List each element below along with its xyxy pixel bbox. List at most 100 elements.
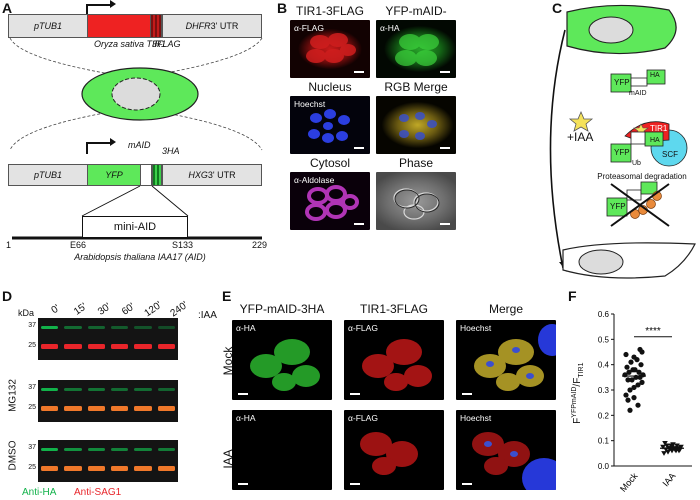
c-yfp-label-1: YFP	[614, 78, 630, 87]
f-ytick-label: 0.2	[598, 411, 610, 420]
d-mw-25: 25	[28, 404, 36, 411]
f-ytick-label: 0.4	[598, 361, 610, 370]
scalebar	[238, 483, 248, 485]
promoter2-arrow-icon	[110, 138, 116, 146]
d-iaa-suffix: :IAA	[198, 310, 217, 321]
panel-a-dashed-connectors	[9, 37, 263, 151]
b-row-title-cytosol: Cytosol	[309, 156, 350, 170]
f-ylabel: FYFPmAID/FTIR1	[571, 343, 585, 443]
promoter-arrow-icon	[110, 0, 116, 8]
c-tir1-label: TIR1	[650, 124, 668, 133]
d-band-sag1	[111, 344, 129, 349]
d-legend-red: Anti-SAG1	[74, 487, 122, 498]
e-img-iaa-merge: Hoechst	[456, 410, 556, 490]
d-band-ha	[134, 388, 152, 391]
promoter2-arrow-line	[86, 142, 112, 144]
d-time-0: 0'	[49, 302, 62, 317]
f-point-iaa	[661, 451, 667, 456]
d-band-sag1	[64, 406, 82, 411]
d-row-label-dmso: DMSO	[7, 440, 19, 471]
maid-box	[140, 164, 152, 186]
scalebar	[354, 147, 364, 149]
b-img-phase	[376, 172, 456, 230]
d-band-ha	[41, 388, 59, 391]
e-label-iaa-hoechst: Hoechst	[460, 413, 492, 423]
hxg-utr-gene: HXG	[188, 170, 208, 180]
b-img-flag-cells	[306, 33, 356, 63]
f-xtick-label: Mock	[618, 470, 640, 493]
d-blot-dmso	[38, 440, 178, 482]
promoter-arrow-line	[86, 4, 112, 6]
b-label-flag: α-FLAG	[294, 23, 324, 33]
f-point-iaa	[678, 444, 684, 450]
e-img-mock-ha: α-HA	[232, 320, 332, 400]
ptub1-promoter: pTUB1	[8, 14, 88, 38]
f-point-iaa	[660, 444, 666, 450]
d-blot-iaa	[38, 318, 178, 360]
maid-label: mAID	[128, 140, 151, 150]
d-band-ha	[111, 448, 129, 451]
f-point-mock	[632, 367, 638, 373]
d-mw-25: 25	[28, 342, 36, 349]
b-img-ha-cells	[395, 34, 439, 66]
b-row-title-nucleus: Nucleus	[308, 80, 352, 94]
scalebar	[350, 393, 360, 395]
c-scf-label: SCF	[662, 150, 678, 159]
f-point-mock	[624, 364, 630, 370]
c-iaa-label: +IAA	[567, 130, 594, 144]
scalebar	[462, 483, 472, 485]
d-band-ha	[157, 326, 175, 329]
mini-aid-expansion-lines	[12, 185, 262, 240]
f-point-mock	[626, 369, 632, 375]
b-img-aldolase: α-Aldolase	[290, 172, 370, 230]
f-point-iaa	[676, 448, 682, 454]
f-point-iaa	[662, 441, 668, 446]
flag-tag-box	[150, 14, 162, 38]
f-ytick-label: 0.3	[598, 386, 610, 395]
b-row-title-merge: RGB Merge	[384, 80, 448, 94]
d-band-sag1	[41, 466, 59, 471]
c-ha-label-2: HA	[650, 137, 660, 144]
d-band-ha	[157, 448, 175, 451]
f-ytick-label: 0.6	[598, 310, 610, 319]
d-band-sag1	[87, 406, 105, 411]
scalebar	[440, 147, 450, 149]
d-band-sag1	[87, 344, 105, 349]
d-band-ha	[41, 448, 59, 451]
b-row-title-phase: Phase	[398, 156, 434, 170]
hxg-utr-suffix: 3' UTR	[207, 170, 236, 180]
d-legend-green: Anti-HA	[22, 487, 57, 498]
panel-letter-f: F	[568, 288, 577, 304]
e-img-iaa-flag: α-FLAG	[344, 410, 444, 490]
e-img-mock-merge-cells	[474, 324, 556, 391]
d-band-ha	[87, 448, 105, 451]
f-point-iaa	[674, 443, 680, 449]
f-point-mock	[625, 377, 631, 383]
dhfr-utr-suffix: 3' UTR	[210, 21, 239, 31]
f-significance-label: ****	[645, 326, 661, 337]
d-band-sag1	[134, 406, 152, 411]
f-point-mock	[623, 351, 629, 358]
f-xtick-label: IAA	[661, 471, 678, 489]
b-col-title-tir1: TIR1-3FLAG	[295, 4, 364, 18]
f-point-mock	[627, 407, 633, 413]
d-band-sag1	[111, 466, 129, 471]
parasite-cell-icon	[81, 67, 199, 121]
tir1-gene-box	[88, 14, 150, 38]
d-band-ha	[87, 388, 105, 391]
e-label-iaa-flag: α-FLAG	[348, 413, 378, 423]
scalebar	[238, 393, 248, 395]
panel-c-diagram	[549, 4, 696, 279]
d-band-ha	[134, 448, 152, 451]
panel-letter-c: C	[552, 0, 563, 16]
e-img-mock-merge: Hoechst	[456, 320, 556, 400]
f-point-mock	[631, 354, 637, 360]
f-point-mock	[623, 392, 629, 398]
d-time-60: 60'	[120, 301, 138, 318]
f-point-mock	[639, 379, 645, 385]
d-mw-25: 25	[28, 464, 36, 471]
f-point-mock	[629, 377, 635, 383]
d-kda-label: kDa	[18, 308, 35, 318]
ruler-s133: S133	[172, 240, 194, 250]
